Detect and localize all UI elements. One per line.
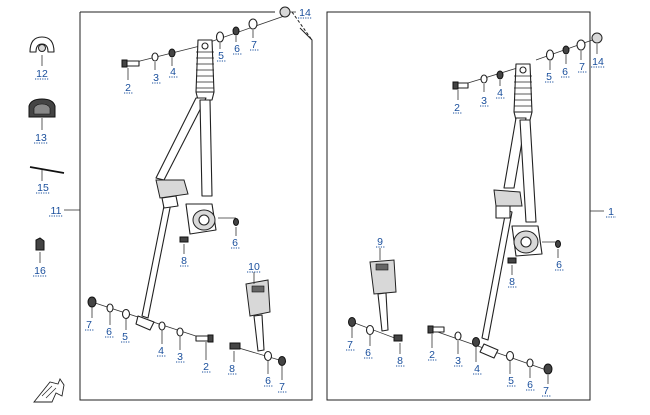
callout-3: 3 — [153, 72, 159, 84]
callout-15: 15 — [37, 182, 49, 194]
right-upper-anchor-hardware — [452, 65, 525, 100]
right-assembly-frame — [326, 11, 591, 401]
callout-2: 2 — [454, 102, 460, 114]
callout-4: 4 — [170, 66, 176, 78]
left-retractor-icon — [185, 203, 236, 235]
clip-part-16 — [35, 237, 45, 263]
right-retractor-hardware — [507, 240, 561, 275]
callout-5: 5 — [218, 50, 224, 62]
trim-cap-part-12 — [29, 36, 55, 66]
callout-10: 10 — [248, 261, 260, 273]
callout-6: 6 — [527, 379, 533, 391]
callout-12: 12 — [36, 68, 48, 80]
callout-2: 2 — [125, 82, 131, 94]
left-height-adjuster — [195, 39, 215, 101]
rod-part-15 — [29, 166, 65, 181]
trim-cover-part-13 — [28, 98, 56, 130]
callout-4: 4 — [474, 363, 480, 375]
callout-2: 2 — [429, 349, 435, 361]
right-tongue-plate — [493, 189, 523, 219]
right-buckle-icon — [369, 248, 397, 332]
callout-3: 3 — [177, 351, 183, 363]
callout-3: 3 — [455, 355, 461, 367]
callout-1: 1 — [608, 206, 614, 218]
callout-7: 7 — [543, 385, 549, 397]
right-height-adjuster — [513, 63, 533, 121]
left-belt-webbing — [141, 97, 213, 319]
callout-7: 7 — [579, 61, 585, 73]
left-buckle-icon — [245, 272, 271, 352]
left-upper-anchor-hardware — [121, 45, 201, 80]
callout-11: 11 — [51, 205, 62, 217]
callout-7: 7 — [279, 381, 285, 393]
left-upper-anchor-hardware-right — [209, 6, 296, 49]
callout-7: 7 — [347, 339, 353, 351]
callout-8: 8 — [229, 363, 235, 375]
callout-5: 5 — [546, 71, 552, 83]
callout-14: 14 — [299, 7, 311, 19]
callout-5: 5 — [122, 331, 128, 343]
callout-2: 2 — [203, 361, 209, 373]
right-retractor-icon — [511, 225, 560, 257]
callout-6: 6 — [556, 259, 562, 271]
callout-7: 7 — [251, 39, 257, 51]
left-buckle-hardware — [229, 342, 287, 380]
callout-6: 6 — [232, 237, 238, 249]
front-arrow-icon — [33, 378, 65, 403]
callout-14: 14 — [592, 56, 604, 68]
callout-5: 5 — [508, 375, 514, 387]
right-lower-anchor-hardware — [427, 325, 553, 384]
callout-6: 6 — [562, 66, 568, 78]
callout-16: 16 — [34, 265, 46, 277]
callout-6: 6 — [265, 375, 271, 387]
right-buckle-hardware — [348, 317, 403, 354]
callout-13: 13 — [35, 132, 47, 144]
left-lower-anchor-hardware — [87, 296, 214, 360]
right-upper-anchor-hardware-right — [535, 32, 603, 70]
callout-6: 6 — [106, 326, 112, 338]
left-retractor-hardware — [179, 218, 239, 254]
callout-9: 9 — [377, 236, 383, 248]
callout-8: 8 — [181, 255, 187, 267]
callout-7: 7 — [86, 319, 92, 331]
callout-4: 4 — [158, 345, 164, 357]
callout-labels: 1 2 2 2 2 3 3 3 3 4 4 4 4 5 5 5 5 6 — [33, 7, 616, 397]
left-assembly-frame — [79, 11, 313, 401]
callout-8: 8 — [397, 355, 403, 367]
left-tongue-plate — [155, 179, 189, 209]
callout-4: 4 — [497, 87, 503, 99]
callout-8: 8 — [509, 276, 515, 288]
callout-6: 6 — [234, 43, 240, 55]
callout-3: 3 — [481, 95, 487, 107]
callout-6: 6 — [365, 347, 371, 359]
